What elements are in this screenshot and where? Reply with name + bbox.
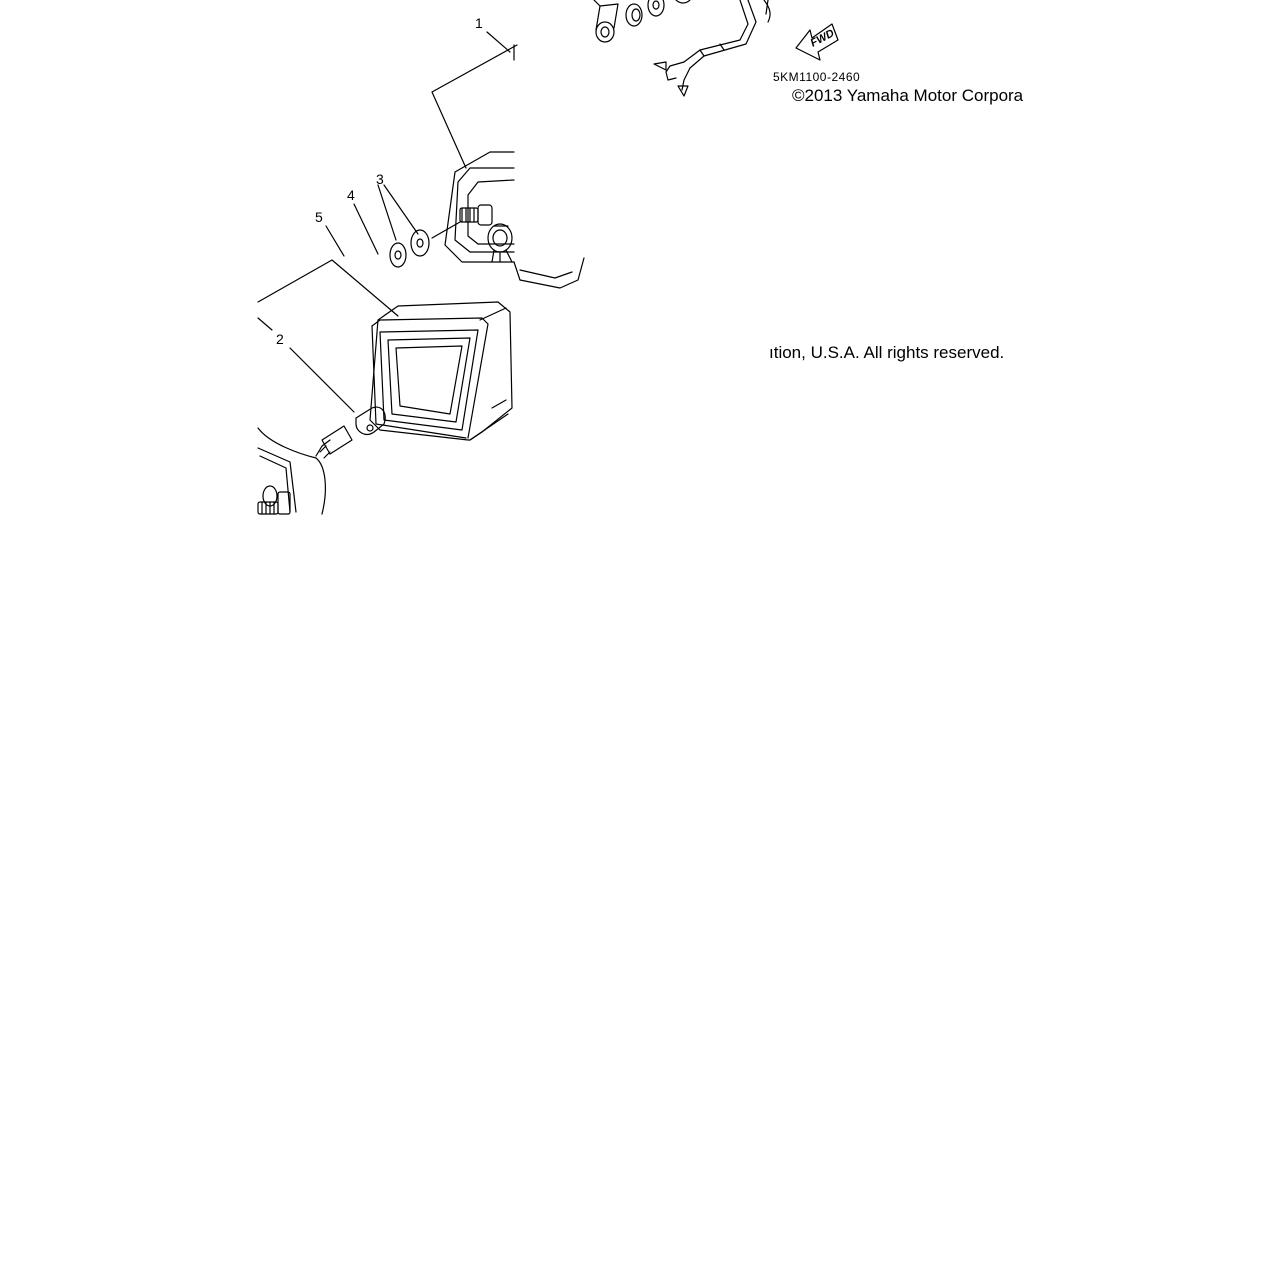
callout-5: 5 (315, 209, 323, 225)
bulb (319, 406, 386, 459)
callout-1: 1 (475, 15, 483, 31)
leader-line-4 (353, 203, 379, 255)
leader-line-5 (257, 225, 399, 317)
callout-3: 3 (376, 171, 384, 187)
callout-2: 2 (276, 331, 284, 347)
part-code: 5KM1100-2460 (773, 70, 861, 84)
wire-harness (653, 0, 771, 97)
upper-bulb-socket (487, 223, 513, 263)
leader-line-1 (431, 31, 518, 169)
upper-stud-bolt (459, 204, 493, 226)
upper-lamp-housing (444, 151, 585, 289)
lower-stud-bolt (257, 491, 291, 515)
leader-line-3 (377, 184, 461, 241)
copyright-line-2: ıtion, U.S.A. All rights reserved. (769, 343, 1005, 362)
lower-lamp-housing (257, 427, 331, 515)
copyright-line-1: ©2013 Yamaha Motor Corpora (792, 86, 1024, 105)
fwd-arrow-icon (795, 23, 839, 61)
callout-4: 4 (347, 187, 355, 203)
lamp-lens-cover (369, 301, 513, 441)
fwd-label: FWD (809, 27, 837, 49)
washer-pair (389, 229, 430, 268)
spacer-nut-washers (593, 0, 691, 43)
leader-line-2 (257, 317, 355, 413)
